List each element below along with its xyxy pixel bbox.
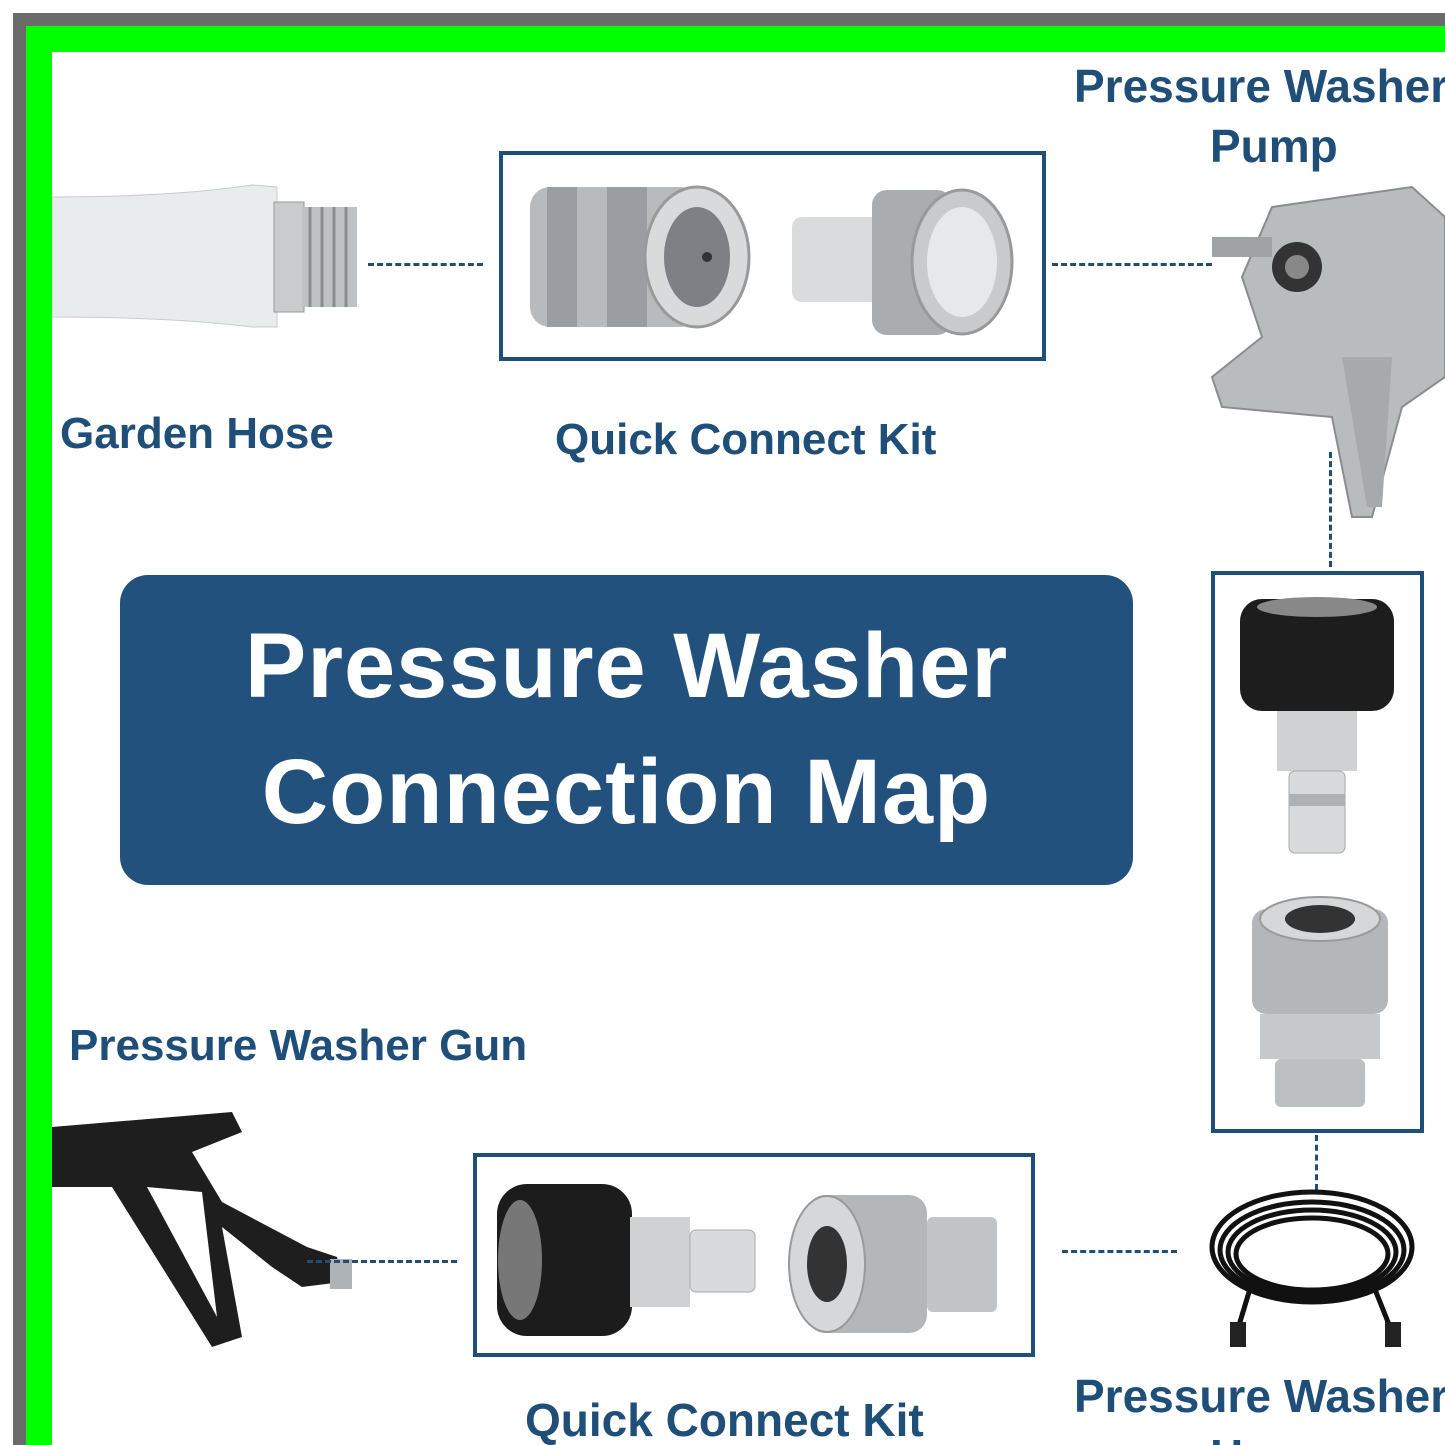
title-line1: Pressure Washer bbox=[244, 615, 1009, 717]
hose-label-line1: Pressure Washer bbox=[1074, 1370, 1445, 1422]
connector-line bbox=[307, 1260, 457, 1263]
title-banner: Pressure Washer Connection Map bbox=[120, 575, 1133, 885]
quick-connect-plug-image bbox=[792, 188, 1014, 336]
hose-label-line2: Hose bbox=[1210, 1426, 1322, 1445]
gun-label: Pressure Washer Gun bbox=[69, 1021, 528, 1070]
connector-line bbox=[1062, 1250, 1177, 1253]
pump-label-line1: Pressure Washer bbox=[1074, 60, 1445, 112]
quick-connect-kit-bottom-label: Quick Connect Kit bbox=[525, 1394, 924, 1445]
connector-line bbox=[1052, 263, 1212, 266]
pressure-washer-gun-image bbox=[52, 1112, 352, 1347]
coupler-to-m22-adapter-image bbox=[1252, 896, 1388, 1107]
quick-connect-kit-top-box bbox=[499, 151, 1046, 361]
garden-hose-label: Garden Hose bbox=[60, 409, 334, 458]
diagram-canvas: Garden Hose Quick Connect Kit Pressure W… bbox=[52, 52, 1445, 1445]
pressure-washer-hose-image bbox=[1209, 1189, 1415, 1347]
connector-line bbox=[1315, 1135, 1318, 1190]
connector-line bbox=[368, 263, 483, 266]
pump-label-line2: Pump bbox=[1210, 120, 1338, 172]
pump-image bbox=[1210, 185, 1445, 518]
coupler-male-adapter-image bbox=[788, 1195, 997, 1333]
quick-connect-coupler-image bbox=[530, 185, 751, 329]
connector-line bbox=[1329, 452, 1332, 567]
quick-connect-kit-top-label: Quick Connect Kit bbox=[555, 415, 937, 464]
garden-hose-image bbox=[52, 184, 357, 328]
quick-connect-kit-right-box bbox=[1211, 571, 1424, 1133]
title-line2: Connection Map bbox=[261, 741, 992, 843]
m22-to-plug-adapter-image bbox=[1240, 597, 1394, 854]
m22-plug-adapter-image bbox=[497, 1184, 756, 1336]
quick-connect-kit-bottom-box bbox=[473, 1153, 1035, 1357]
